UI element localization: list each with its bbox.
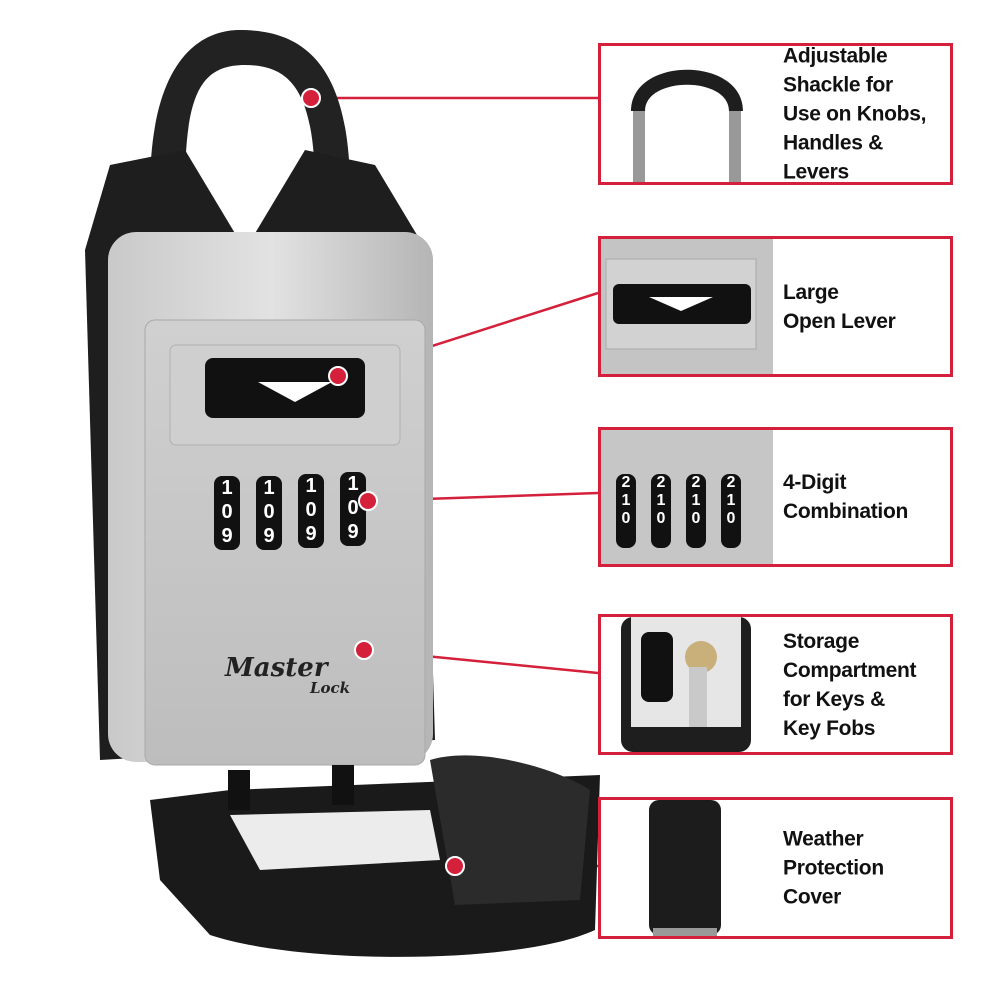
shackle-thumbnail bbox=[631, 69, 743, 182]
lever-thumbnail bbox=[601, 239, 773, 374]
brand-logo: Master Lock bbox=[225, 653, 351, 697]
callout-label: Large Open Lever bbox=[783, 280, 896, 333]
callout-label: Storage Compartment for Keys & Key Fobs bbox=[783, 629, 917, 740]
hotspot-shackle[interactable] bbox=[301, 88, 321, 108]
storage-thumbnail bbox=[621, 617, 751, 752]
callout-cover: Weather Protection Cover bbox=[598, 797, 953, 939]
hotspot-combination[interactable] bbox=[358, 491, 378, 511]
callout-label: Adjustable Shackle for Use on Knobs, Han… bbox=[783, 44, 927, 184]
lockbox-illustration bbox=[85, 30, 600, 957]
callout-storage: Storage Compartment for Keys & Key Fobs bbox=[598, 614, 953, 755]
hotspot-storage[interactable] bbox=[354, 640, 374, 660]
hotspot-lever[interactable] bbox=[328, 366, 348, 386]
callout-lever: Large Open Lever bbox=[598, 236, 953, 377]
callout-label: Weather Protection Cover bbox=[783, 827, 884, 909]
shackle bbox=[150, 30, 350, 190]
callout-label: 4-Digit Combination bbox=[783, 471, 909, 523]
hotspot-cover[interactable] bbox=[445, 856, 465, 876]
cover-thumbnail bbox=[649, 800, 721, 936]
callout-shackle: Adjustable Shackle for Use on Knobs, Han… bbox=[598, 43, 953, 185]
